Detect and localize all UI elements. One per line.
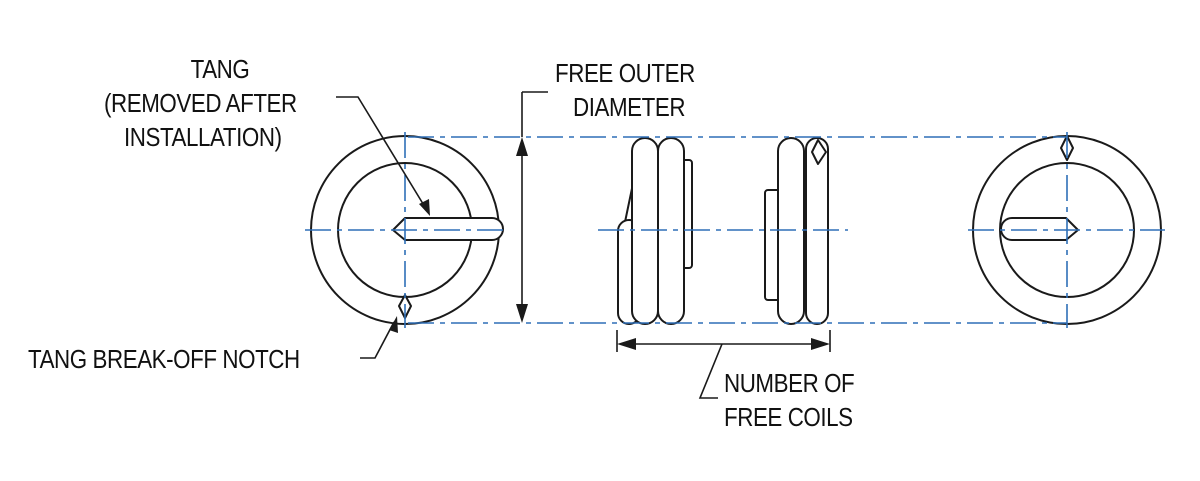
dimensions	[336, 91, 831, 399]
number-of-free-coils-line2: FREE COILS	[724, 402, 853, 432]
coil-left-3	[657, 137, 685, 325]
tang-label-line1: TANG	[190, 54, 250, 84]
free-outer-diameter-line1: FREE OUTER	[555, 58, 695, 88]
right-tang	[1000, 217, 1079, 241]
left-tang	[392, 217, 504, 241]
side-view-coils	[617, 137, 829, 325]
number-of-free-coils-line1: NUMBER OF	[724, 368, 855, 398]
coil-left-2	[631, 137, 659, 325]
coil-right-1	[777, 137, 805, 325]
free-outer-diameter-line2: DIAMETER	[573, 92, 686, 122]
tang-label-line2: (REMOVED AFTER	[104, 88, 297, 118]
tang-label-line3: INSTALLATION)	[124, 122, 282, 152]
coil-right-2	[805, 137, 829, 325]
tang-break-off-notch-label: TANG BREAK-OFF NOTCH	[28, 344, 300, 374]
centerlines	[305, 132, 1165, 328]
